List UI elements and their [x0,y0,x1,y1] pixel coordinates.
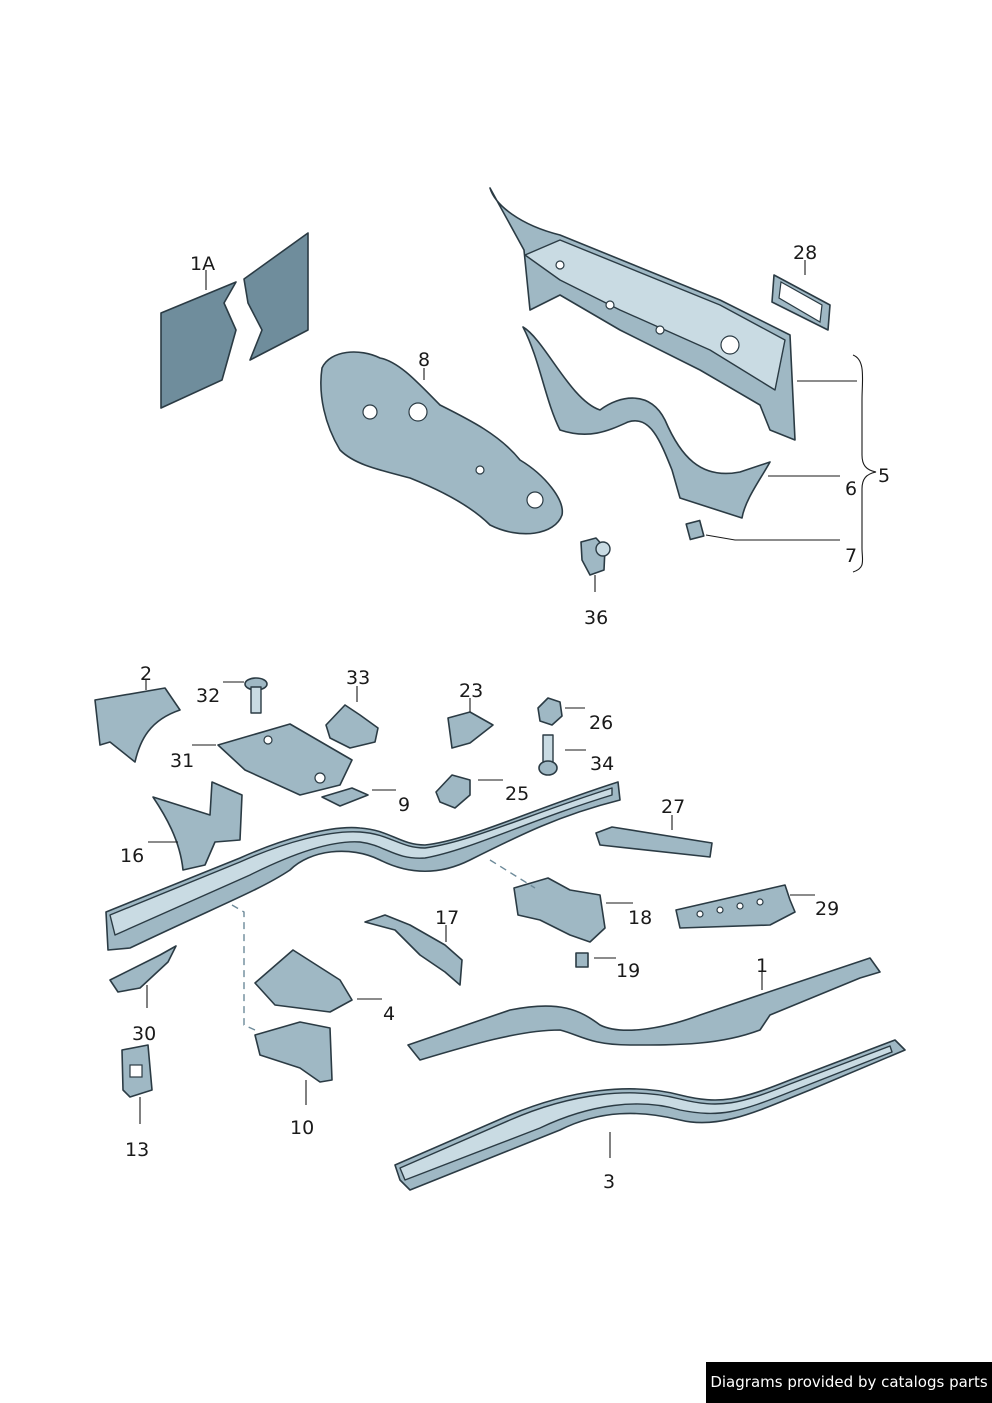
callout-28: 28 [793,242,817,264]
callout-17: 17 [435,907,459,929]
part-26-nut[interactable] [537,697,585,726]
callout-5: 5 [878,465,890,487]
part-6-lower-cowl[interactable] [522,326,840,519]
part-31-mounting-plate[interactable] [192,723,353,796]
callout-10: 10 [290,1117,314,1139]
part-4-floor-reinforcement[interactable] [254,949,382,1013]
callout-1: 1 [756,955,768,977]
part-3-lower-rail[interactable] [394,1039,906,1191]
part-17-angled-bracket[interactable] [364,914,463,986]
callout-25: 25 [505,783,529,805]
callout-16: 16 [120,845,144,867]
callout-26: 26 [589,712,613,734]
part-9-small-plate[interactable] [321,787,396,807]
part-25-bracket[interactable] [435,774,503,809]
part-8-bulkhead-plate[interactable] [320,351,563,535]
callout-30: 30 [132,1023,156,1045]
callout-31: 31 [170,750,194,772]
part-33-bracket[interactable] [325,686,379,749]
part-1-side-member[interactable] [407,957,881,1061]
part-19-clip[interactable] [575,952,616,968]
callout-labels: 1A 8 28 5 6 7 36 2 32 33 23 26 31 34 9 2… [120,242,890,1193]
part-23-angle-plate[interactable] [447,698,494,749]
assembly-lines [231,859,536,1031]
callout-3: 3 [603,1171,615,1193]
callout-29: 29 [815,898,839,920]
part-36-nut-cage[interactable] [580,537,611,592]
callout-8: 8 [418,349,430,371]
part-5-cowl-panel[interactable] [489,187,857,441]
footer-credit: Diagrams provided by catalogs parts [706,1362,992,1403]
part-13-bracket[interactable] [121,1044,153,1124]
part-34-stud-bolt[interactable] [538,734,586,776]
part-10-box-section[interactable] [254,1021,333,1105]
part-1A-insulation-panel[interactable] [160,232,309,409]
callout-7: 7 [845,545,857,567]
callout-1A: 1A [190,253,215,275]
part-2-bracket[interactable] [94,680,181,763]
callout-32: 32 [196,685,220,707]
callout-13: 13 [125,1139,149,1161]
callout-27: 27 [661,796,685,818]
callout-4: 4 [383,1003,395,1025]
callout-19: 19 [616,960,640,982]
callout-36: 36 [584,607,608,629]
bracket-group-5 [852,354,877,573]
callout-23: 23 [459,680,483,702]
callout-34: 34 [590,753,614,775]
callout-6: 6 [845,478,857,500]
part-30-bracket[interactable] [109,945,177,1008]
part-28-gasket[interactable] [771,260,831,331]
callout-18: 18 [628,907,652,929]
callout-9: 9 [398,794,410,816]
callout-2: 2 [140,663,152,685]
part-16-gusset[interactable] [148,781,243,871]
callout-33: 33 [346,667,370,689]
part-27-strip-bracket[interactable] [595,815,713,858]
part-7-clip[interactable] [685,519,840,541]
part-frame-rail-upper[interactable] [105,781,621,951]
part-18-bracket-assembly[interactable] [513,877,633,943]
part-29-perforated-strip[interactable] [675,884,815,929]
part-32-bolt[interactable] [223,677,268,714]
